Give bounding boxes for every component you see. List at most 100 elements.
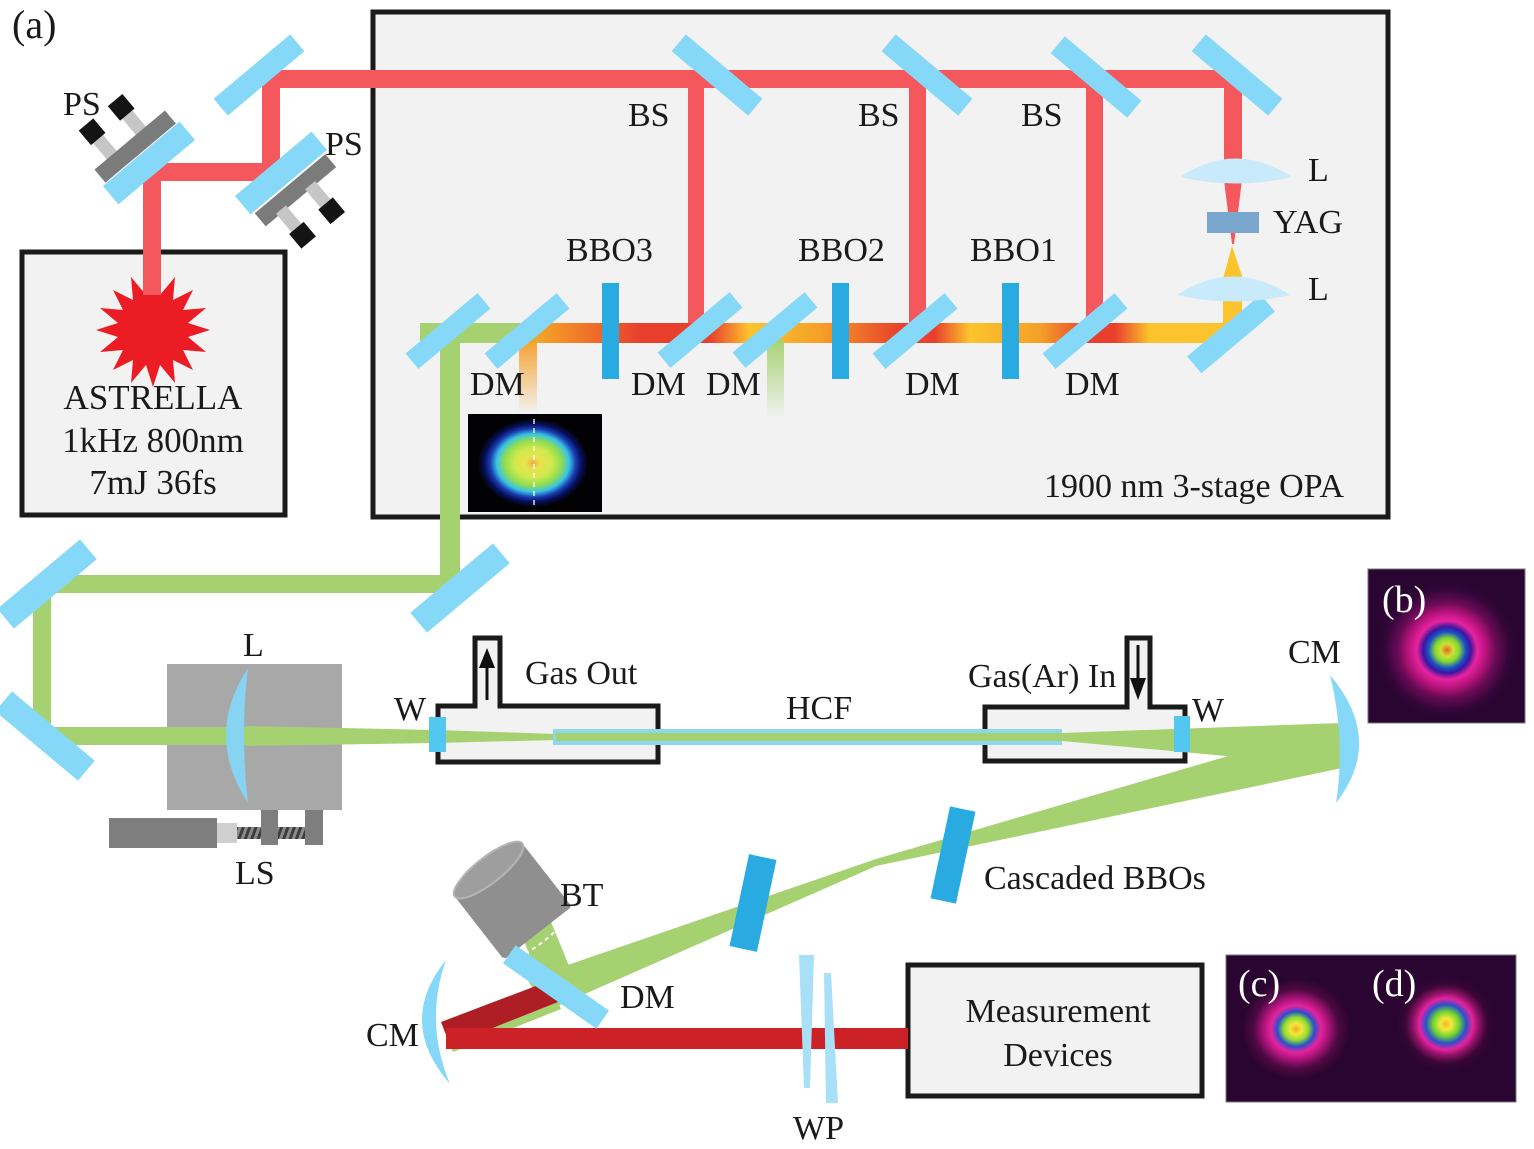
cascaded-bbo-1	[729, 854, 777, 952]
mirror-opa-exit	[405, 293, 491, 369]
bs3-label: BS	[1021, 97, 1063, 134]
beam-cm-to-dm-diagonal	[527, 723, 1347, 1011]
beam-focusing-to-window	[246, 726, 435, 746]
dm3-label: DM	[706, 366, 761, 403]
steering-mirror-top-left	[213, 34, 305, 116]
dichroic-dm2	[657, 292, 743, 368]
mirror-mid-left-bottom	[0, 691, 95, 781]
opa-title: 1900 nm 3-stage OPA	[1044, 468, 1344, 505]
beam-residual-orange-drop	[519, 340, 537, 412]
beam-800nm-to-laser	[143, 170, 161, 295]
wedge-plate-1	[799, 955, 814, 1088]
panel-b-label: (b)	[1382, 579, 1426, 621]
beam-pump-drop-2	[909, 79, 926, 334]
ps2-mount-bar	[254, 154, 337, 227]
beam-800nm-ps-vertical	[262, 75, 280, 180]
hcf-label: HCF	[786, 690, 852, 727]
laser-starburst-icon	[96, 273, 210, 387]
ps1-label: PS	[63, 86, 101, 123]
curved-mirror-top	[1330, 675, 1360, 803]
gas-out-label: Gas Out	[525, 655, 638, 692]
bs1-label: BS	[628, 97, 670, 134]
lens-fiber-coupling	[226, 668, 248, 803]
dm-bottom-label: DM	[620, 979, 675, 1016]
ps2-screw-shaft	[305, 180, 332, 210]
mirror-bottom-right-opa	[1187, 294, 1275, 374]
wedge-plate-2	[824, 973, 838, 1103]
dichroic-dm3	[732, 292, 818, 368]
laser-name: ASTRELLA	[64, 378, 244, 417]
cascaded-bbos-label: Cascaded BBOs	[984, 860, 1206, 897]
panel-c-label: (c)	[1238, 963, 1280, 1005]
beam-1900nm-exit-vertical	[440, 336, 460, 588]
window-left-label: W	[394, 691, 427, 728]
beam-seed-diverging-cone	[1223, 246, 1243, 279]
bbo2-label: BBO2	[798, 232, 885, 269]
ps2-label: PS	[325, 126, 363, 163]
dm2-label: DM	[631, 366, 686, 403]
beam-wlg-vertical	[1224, 74, 1242, 160]
crystal-bbo2	[832, 283, 849, 379]
beam-trap-label: BT	[560, 877, 604, 914]
beam-trap-cap	[452, 840, 525, 900]
periscope-ps1	[78, 93, 196, 205]
lens-wlg-bottom	[1177, 276, 1290, 302]
gas-out-arrow-icon	[479, 648, 495, 700]
beam-green-to-beam-trap	[520, 917, 576, 997]
beam-focusing-to-fiber	[435, 730, 557, 743]
dichroic-dm4	[872, 293, 958, 369]
wedge-pair-label: WP	[793, 1110, 844, 1147]
inset-beam-profile-opa	[468, 414, 602, 512]
beam-1900nm-horizontal-1	[44, 575, 458, 593]
stage-coupler	[217, 823, 237, 843]
bbo3-label: BBO3	[566, 232, 653, 269]
beam-800nm-top	[268, 70, 1242, 88]
beamsplitter-bs2	[881, 34, 973, 116]
dm5-label: DM	[1065, 366, 1120, 403]
dichroic-dm1	[484, 293, 570, 369]
window-left	[429, 717, 446, 752]
lens-mid-label: L	[243, 627, 264, 664]
beamsplitter-bs1	[671, 34, 763, 116]
beam-pump-drop-1	[688, 79, 704, 334]
dichroic-dm5	[1042, 293, 1128, 369]
measurement-label-line2: Devices	[1003, 1037, 1113, 1074]
ps1-mirror	[102, 121, 196, 205]
beam-opa-signal-row	[420, 323, 1232, 343]
ps1-screw-head	[107, 93, 135, 121]
beam-trap	[452, 840, 573, 961]
measurement-devices-box	[905, 962, 1205, 1099]
cm-top-label: CM	[1288, 634, 1341, 671]
curved-mirror-bottom	[421, 960, 450, 1084]
laser-spec2: 7mJ 36fs	[89, 463, 216, 502]
ps2-mirror	[234, 131, 328, 215]
ps2-screw-head	[289, 221, 316, 249]
beam-1900nm-vertical-left	[33, 592, 51, 738]
mirror-top-right	[1191, 34, 1283, 116]
dichroic-bottom	[502, 945, 610, 1029]
stage-foot	[305, 810, 323, 845]
cm-bottom-label: CM	[366, 1017, 419, 1054]
dm4-label: DM	[905, 366, 960, 403]
gas-in-label: Gas(Ar) In	[968, 658, 1116, 695]
gas-in-arrow-icon	[1130, 645, 1146, 700]
inset-beam-profile-b	[1367, 568, 1526, 724]
mirror-mid-left-top	[0, 539, 97, 629]
beam-residual-green-drop	[767, 340, 784, 417]
ps2-screw-shaft	[276, 205, 303, 234]
dm1-label: DM	[470, 366, 525, 403]
lens-top-label: L	[1308, 152, 1329, 189]
measurement-label-line1: Measurement	[965, 993, 1151, 1030]
window-right	[1174, 716, 1190, 752]
beam-output-to-measurement	[446, 1028, 908, 1049]
cascaded-bbo-2	[930, 806, 976, 904]
laser-spec1: 1kHz 800nm	[62, 421, 244, 460]
crystal-bbo1	[1002, 283, 1019, 379]
beam-inside-fiber	[556, 733, 1062, 741]
window-right-label: W	[1192, 692, 1225, 729]
beam-1900nm-to-lens	[38, 727, 246, 745]
ps1-screw-head	[78, 118, 106, 146]
stage-label: LS	[235, 855, 275, 892]
